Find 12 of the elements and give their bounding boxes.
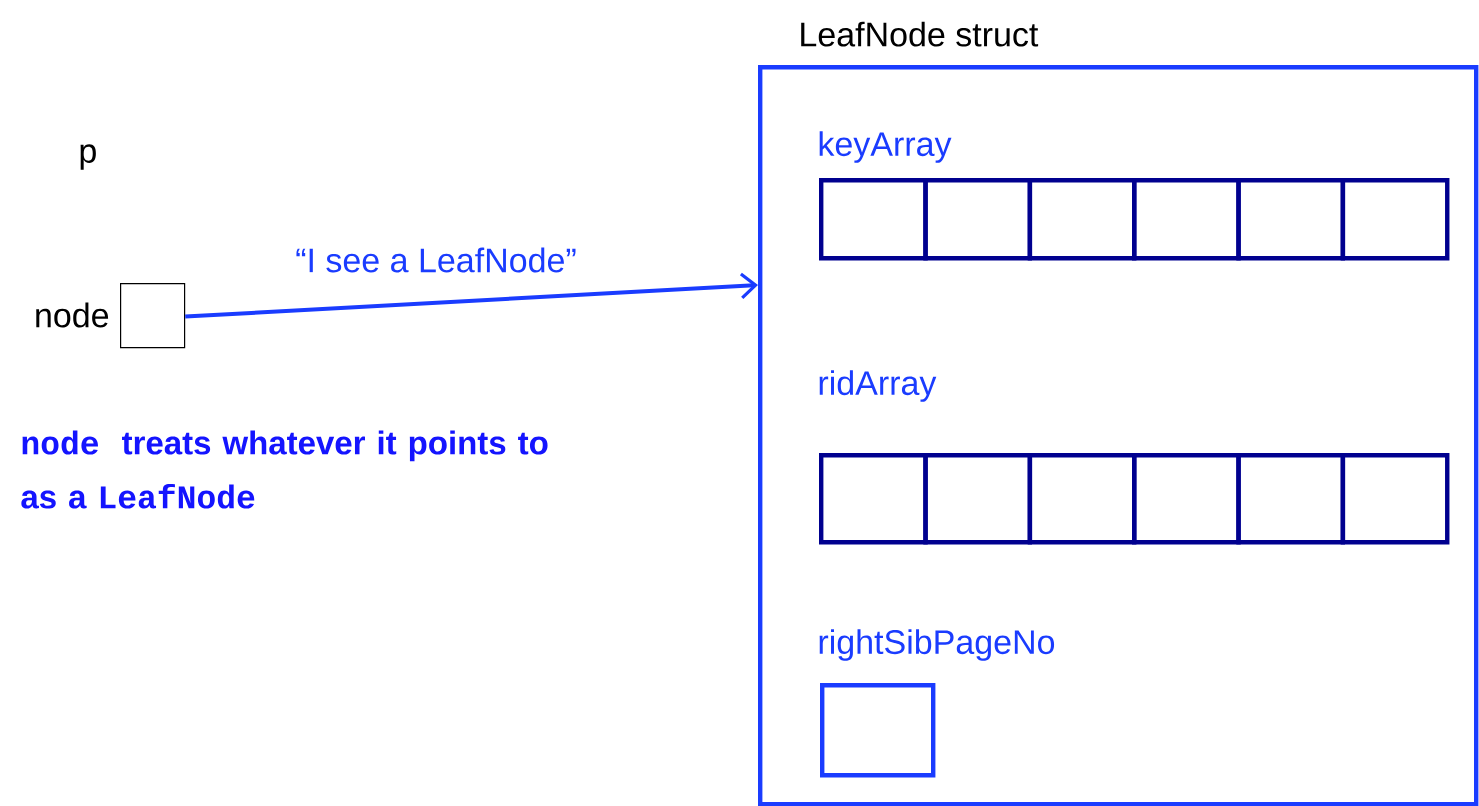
arrow: [185, 272, 758, 319]
array-cell: [1340, 178, 1450, 261]
field-box: [820, 683, 936, 778]
note-text: node treats whatever it points to as a LeafNode: [21, 430, 548, 509]
array-cell: [1340, 453, 1450, 545]
field-label: ridArray: [819, 370, 937, 402]
variable-name: p: [80, 144, 96, 170]
struct-heading: LeafNode struct: [801, 21, 1039, 47]
variable-name: node: [36, 302, 109, 328]
field-label: rightSibPageNo: [819, 629, 1055, 661]
edge-label: “I see a LeafNode”: [293, 245, 579, 275]
field-label: keyArray: [819, 131, 952, 163]
